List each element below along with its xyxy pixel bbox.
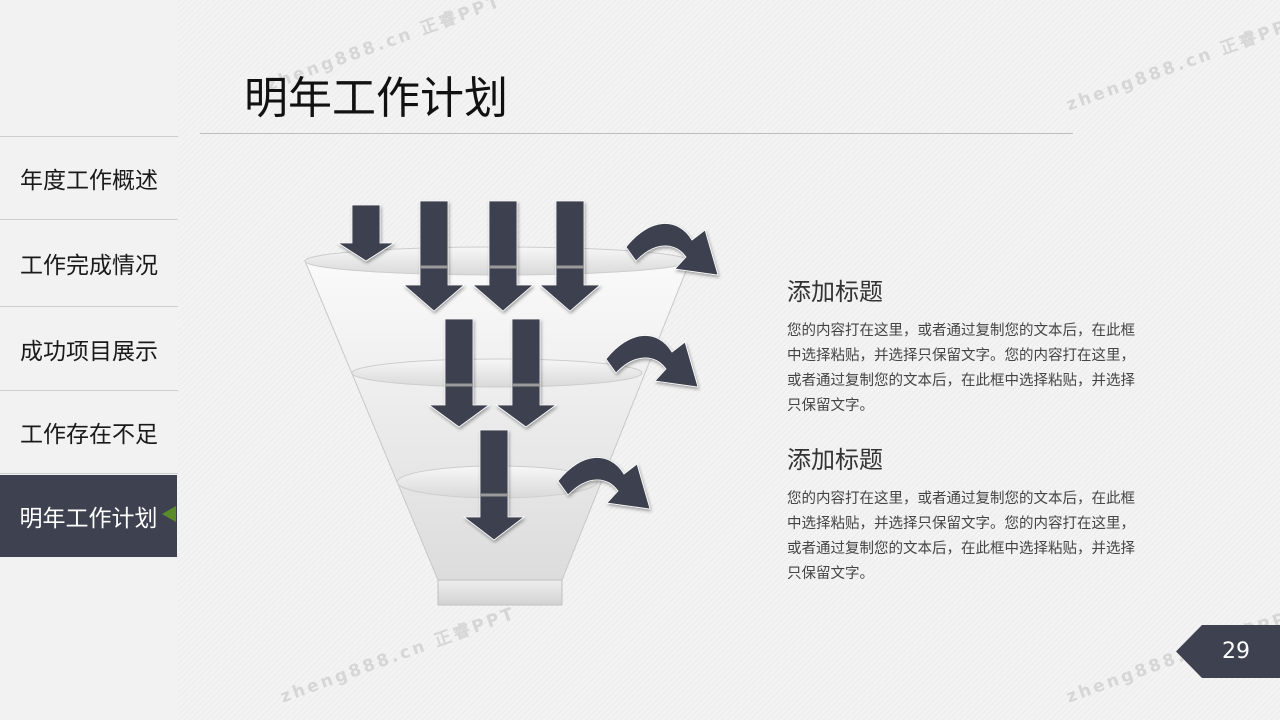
arrow-down-icon xyxy=(427,318,491,428)
sidebar-item-label: 明年工作计划 xyxy=(19,506,158,532)
sidebar-item-completion[interactable]: 工作完成情况 xyxy=(0,219,178,306)
block-heading: 添加标题 xyxy=(787,446,883,474)
sidebar-item-overview[interactable]: 年度工作概述 xyxy=(0,136,178,218)
sidebar-item-label: 工作完成情况 xyxy=(20,253,158,279)
block-heading: 添加标题 xyxy=(787,278,883,306)
arrow-down-icon xyxy=(494,318,558,428)
sidebar-item-shortcomings[interactable]: 工作存在不足 xyxy=(0,390,178,474)
curved-arrow-icon xyxy=(557,457,651,510)
curved-arrows xyxy=(557,223,719,510)
sidebar-item-projects[interactable]: 成功项目展示 xyxy=(0,306,178,390)
arrow-down-icon xyxy=(538,200,602,312)
sidebar-item-next-year-plan[interactable]: 明年工作计划 xyxy=(0,475,177,557)
watermark-text: zheng888.cn 正睿PPT xyxy=(1063,11,1280,116)
page-number-badge xyxy=(1176,625,1280,678)
arrow-down-icon xyxy=(471,200,535,312)
down-arrows xyxy=(336,200,602,541)
arrow-down-icon xyxy=(336,204,396,262)
text-block-2: 添加标题 您的内容打在这里，或者通过复制您的文本后，在此框中选择粘贴，并选择只保… xyxy=(787,440,1147,587)
arrow-down-icon xyxy=(402,200,466,312)
block-body: 您的内容打在这里，或者通过复制您的文本后，在此框中选择粘贴，并选择只保留文字。您… xyxy=(787,323,1135,414)
arrow-down-icon xyxy=(462,429,526,541)
page-title: 明年工作计划 xyxy=(244,73,508,124)
sidebar-item-label: 成功项目展示 xyxy=(20,338,158,365)
watermark-text: zheng888.cn 正睿PPT xyxy=(277,603,519,708)
sidebar-nav: 年度工作概述 工作完成情况 成功项目展示 工作存在不足 明年工作计划 xyxy=(0,0,178,720)
active-indicator xyxy=(162,506,176,522)
text-block-1: 添加标题 您的内容打在这里，或者通过复制您的文本后，在此框中选择粘贴，并选择只保… xyxy=(787,272,1147,419)
block-body: 您的内容打在这里，或者通过复制您的文本后，在此框中选择粘贴，并选择只保留文字。您… xyxy=(787,491,1135,582)
curved-arrow-icon xyxy=(625,223,719,276)
sidebar-item-label: 年度工作概述 xyxy=(20,167,158,194)
arrow-bands xyxy=(420,265,584,497)
funnel-body xyxy=(304,246,691,606)
title-divider xyxy=(200,133,1073,134)
page-number: 29 xyxy=(1222,639,1250,664)
sidebar-item-label: 工作存在不足 xyxy=(20,422,158,448)
curved-arrow-icon xyxy=(605,335,699,388)
funnel-diagram xyxy=(304,200,719,606)
